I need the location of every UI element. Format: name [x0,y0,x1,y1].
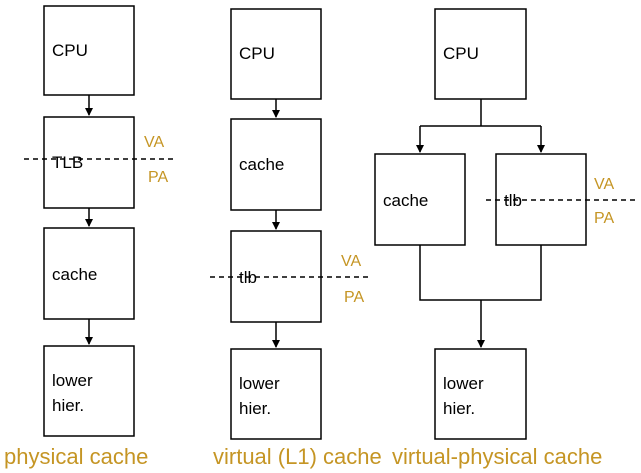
vp-cpu-label: CPU [443,44,479,63]
virtual-physical-cache-column: CPU cache tlb VA PA lower hier. virtual-… [374,8,636,469]
vp-va-label: VA [594,176,614,193]
virtual-lower-box [230,348,322,440]
virtual-va-label: VA [341,253,361,270]
virtual-cpu-box [230,8,322,100]
virtual-cache-caption: virtual (L1) cache [213,444,382,469]
physical-cache-label: cache [52,265,97,284]
vp-tlb-label: tlb [504,191,522,210]
physical-pa-label: PA [148,169,168,186]
vp-merge-line [419,245,542,301]
vp-cache-caption: virtual-physical cache [392,444,602,469]
virtual-lower-label-1: lower [239,374,280,393]
virtual-cache-label: cache [239,155,284,174]
physical-va-label: VA [144,134,164,151]
physical-tlb-box [43,116,135,209]
vp-lower-label-2: hier. [443,399,475,418]
vp-pa-label: PA [594,210,614,227]
physical-tlb-label: TLB [52,153,83,172]
physical-cpu-label: CPU [52,41,88,60]
virtual-cache-column: CPU cache tlb VA PA lower hier. virtual … [210,8,382,469]
virtual-cache-box [230,118,322,211]
vp-cpu-box [434,8,527,100]
physical-lower-box [43,345,135,437]
vp-cpu-fork-line [420,99,541,127]
vp-lower-box [434,348,527,440]
virtual-cpu-label: CPU [239,44,275,63]
physical-cache-caption: physical cache [4,444,148,469]
virtual-lower-label-2: hier. [239,399,271,418]
vp-cache-label: cache [383,191,428,210]
physical-cpu-box [43,5,135,96]
virtual-pa-label: PA [344,289,364,306]
physical-lower-label-2: hier. [52,396,84,415]
vp-cache-box [374,153,466,246]
physical-cache-column: CPU TLB VA PA cache lower hier. physical… [4,5,174,469]
vp-lower-label-1: lower [443,374,484,393]
physical-lower-label-1: lower [52,371,93,390]
physical-cache-box [43,227,135,320]
